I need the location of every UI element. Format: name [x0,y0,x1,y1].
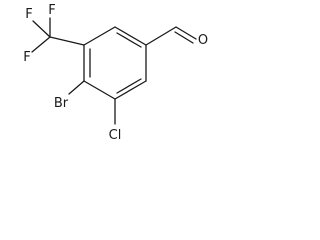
cf3-attachment-bond [49,36,85,46]
benzene-ring [83,26,147,100]
chlorine-label: Cl [109,128,122,143]
fluorine-label-1: F [25,7,32,22]
ring-bond-4 [83,80,116,100]
aldehyde-group: O [145,26,208,48]
oxygen-label: O [198,33,208,48]
chlorine-substituent: Cl [109,98,122,143]
chemical-structure-diagram: O F F F Br Cl [23,3,208,143]
ring-double-bond-inner-2 [116,78,142,94]
trifluoromethyl-group: F F F [23,3,85,65]
aldehyde-bond [145,26,177,46]
bromine-substituent: Br [54,80,85,111]
carbonyl-bond [175,26,197,40]
ring-bond-1 [114,26,147,46]
bromine-label: Br [54,96,69,111]
c-br-bond [68,80,85,95]
fluorine-label-3: F [23,50,30,65]
fluorine-label-2: F [48,3,55,18]
ring-bond-6 [83,26,116,46]
c-f-bond-1 [32,20,51,38]
c-f-bond-3 [31,36,51,53]
ring-bond-3 [114,80,147,100]
ring-double-bond-inner-1 [116,32,142,48]
carbonyl-double-bond [174,31,194,44]
